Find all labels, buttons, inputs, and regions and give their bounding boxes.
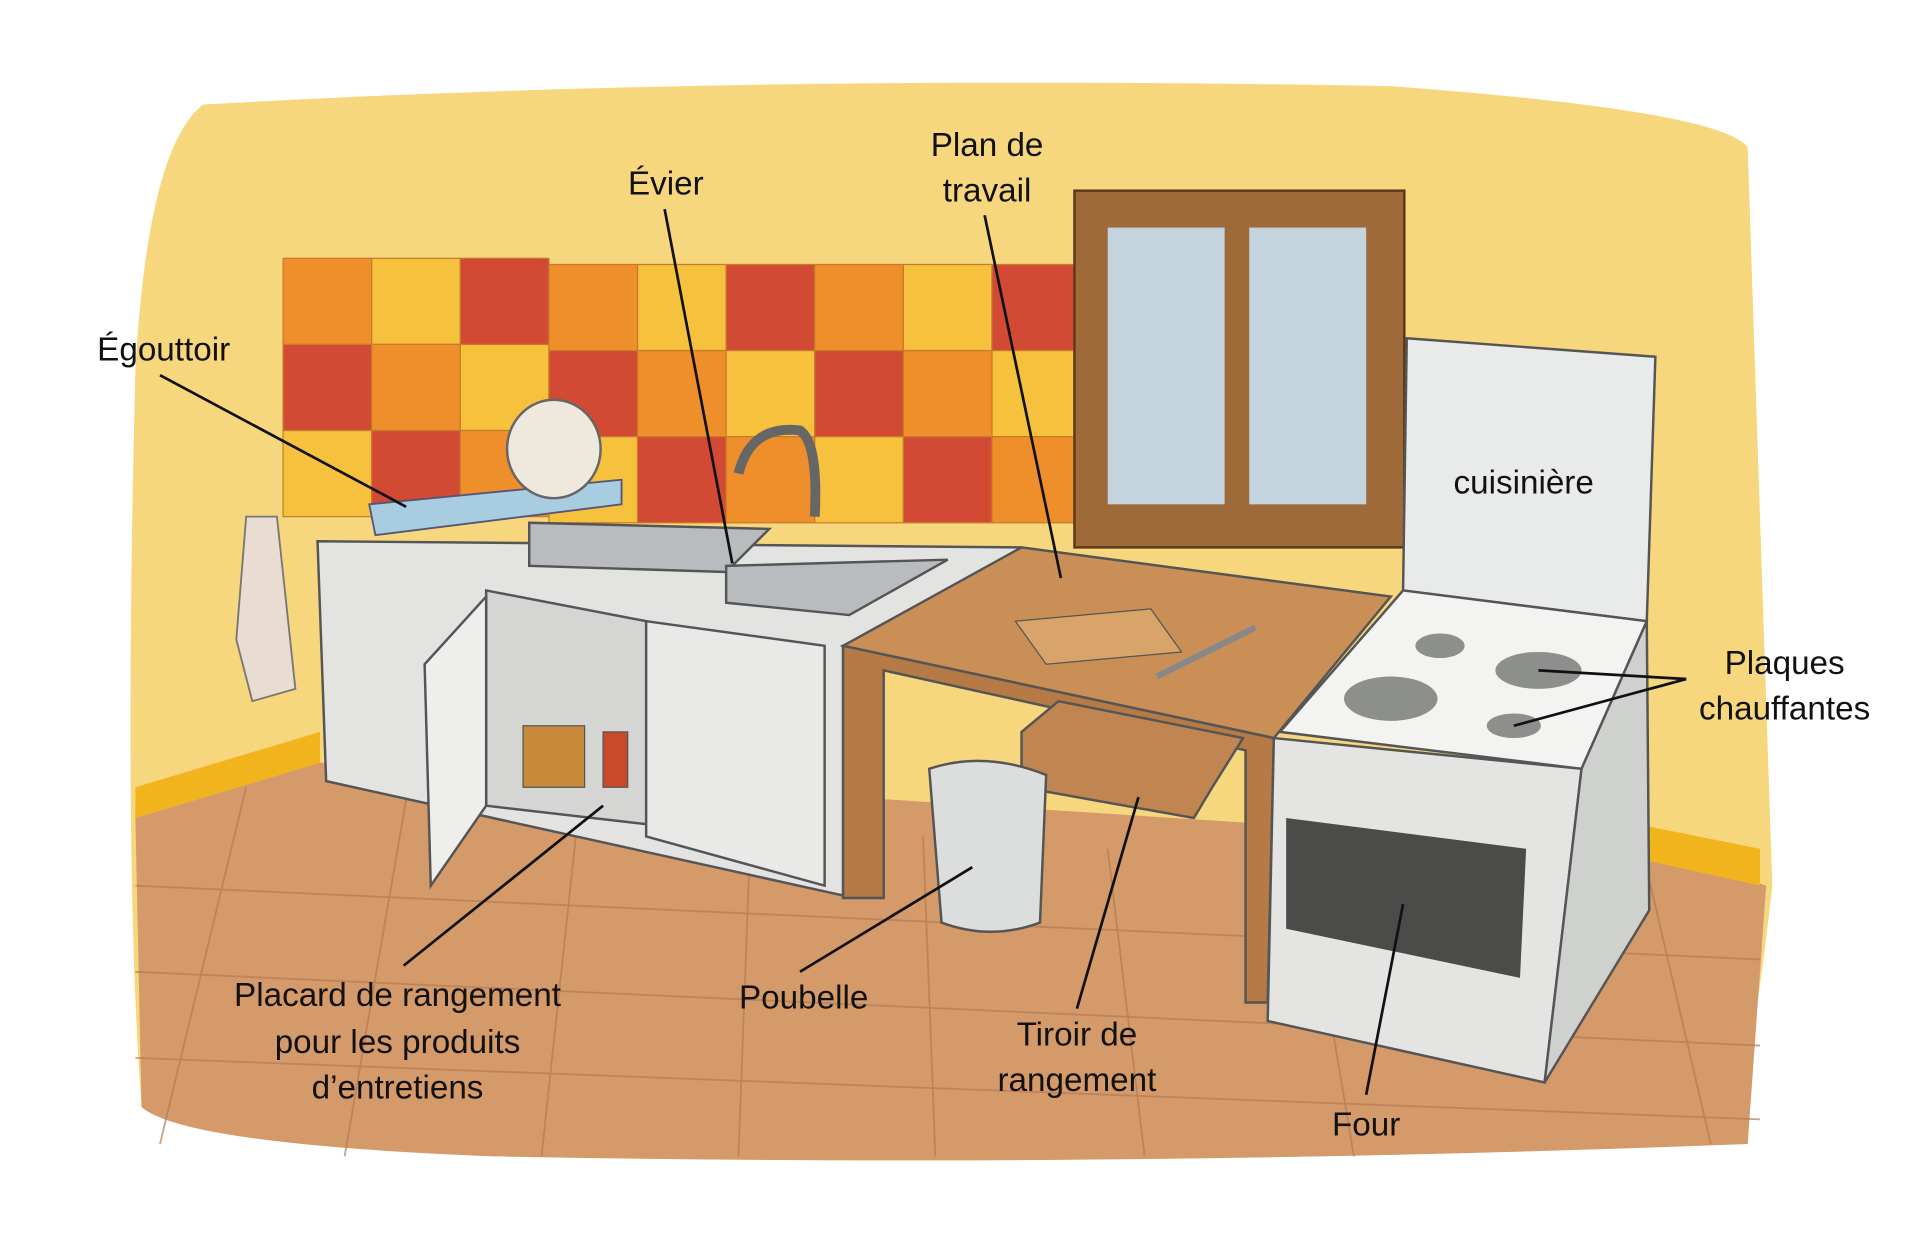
towel — [235, 515, 297, 703]
window-pane-right — [1249, 227, 1367, 505]
faucet — [733, 424, 821, 517]
backsplash-tile — [636, 436, 727, 524]
hotplate — [1415, 633, 1465, 659]
cutting-board — [1014, 608, 1183, 665]
spray-bottle — [602, 731, 629, 788]
backsplash-tile — [282, 429, 373, 518]
leader-lines — [159, 208, 1687, 1096]
plates — [505, 398, 602, 500]
backsplash-tile — [814, 263, 904, 352]
backsplash-tile — [282, 343, 373, 432]
backsplash-tile — [371, 257, 461, 346]
backsplash-tile — [991, 436, 1082, 524]
backsplash-tile — [991, 349, 1082, 438]
stove-side — [1543, 620, 1651, 1084]
label-drainer: Égouttoir — [97, 331, 230, 368]
cupboard-door-right — [644, 619, 826, 888]
backsplash-tile — [902, 263, 993, 352]
window-pane-left — [1107, 227, 1225, 505]
backsplash-tile — [636, 263, 727, 352]
backsplash-tile — [814, 349, 904, 438]
backsplash-tile — [902, 436, 993, 524]
backsplash-tile — [725, 436, 816, 524]
backsplash-tile — [548, 263, 639, 352]
cupboard-door-open — [423, 593, 488, 890]
trash-bin — [927, 759, 1048, 933]
backsplash-tile — [282, 257, 373, 346]
label-stove: cuisinière — [1454, 464, 1594, 501]
cupboard-interior — [484, 588, 648, 826]
backsplash-tile — [902, 349, 993, 438]
backsplash-tile — [814, 436, 904, 524]
backsplash-tile — [725, 349, 816, 438]
hotplate — [1344, 676, 1438, 721]
knife — [1155, 624, 1257, 680]
backsplash-tile — [459, 257, 550, 346]
sink-basin-right — [724, 558, 949, 617]
backsplash-tile — [371, 343, 461, 432]
label-sink: Évier — [628, 165, 704, 202]
label-bin: Poubelle — [739, 980, 868, 1017]
label-oven: Four — [1332, 1106, 1400, 1143]
backsplash-tile — [636, 349, 727, 438]
backsplash-tile — [991, 263, 1082, 352]
baseboard — [135, 731, 1760, 886]
cleaning-bottle — [522, 725, 586, 788]
backsplash-tile — [725, 263, 816, 352]
oven-window — [1286, 818, 1527, 978]
